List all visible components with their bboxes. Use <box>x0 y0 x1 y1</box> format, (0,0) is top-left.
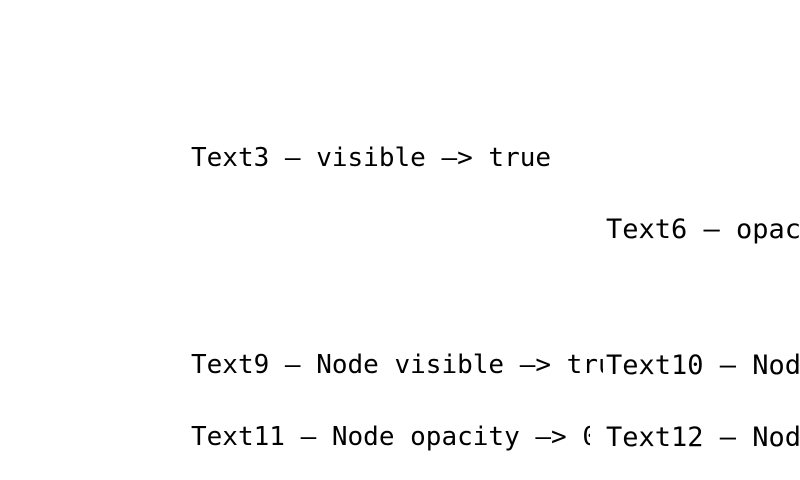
text10-label: Text10 — Node <box>606 350 800 381</box>
text11-label: Text11 — Node opacity —> 0.5 <box>191 422 590 452</box>
text12-label: Text12 — Node <box>606 422 800 453</box>
text3-label: Text3 — visible —> true <box>191 143 552 173</box>
text6-label: Text6 — opacity <box>606 214 800 245</box>
text9-label: Text9 — Node visible —> true <box>191 350 603 380</box>
